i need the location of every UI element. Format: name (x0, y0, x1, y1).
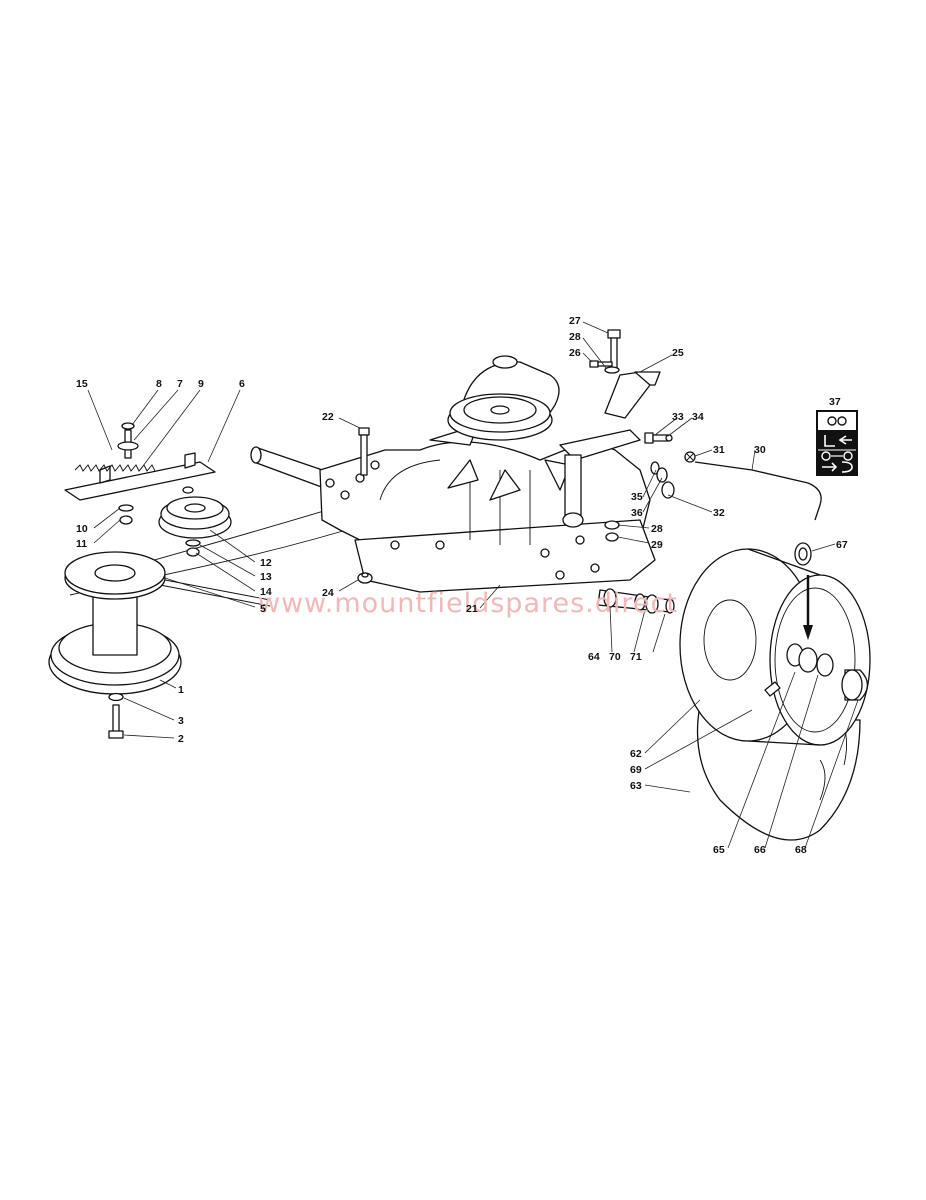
part-label: 33 (672, 411, 684, 423)
part-label: 22 (322, 411, 334, 423)
part-label: 30 (754, 444, 766, 456)
part-label: 21 (466, 603, 478, 615)
part-label: 2 (178, 733, 184, 745)
part-label: 34 (692, 411, 704, 423)
part-label: 3 (178, 715, 184, 727)
idler-stud (117, 422, 139, 525)
nut-24 (357, 572, 373, 584)
clip-31 (684, 451, 696, 463)
assembly-arrow (803, 575, 813, 640)
part-label: 9 (198, 378, 204, 390)
part-label: 8 (156, 378, 162, 390)
watermark: www.mountfieldspares.direct (258, 588, 678, 619)
part-label: 70 (609, 651, 621, 663)
part-label: 28 (651, 523, 663, 535)
part-label: 31 (713, 444, 725, 456)
part-label: 13 (260, 571, 272, 583)
part-label: 71 (630, 651, 642, 663)
bolt-33 (644, 432, 673, 444)
part-label: 25 (672, 347, 684, 359)
symbol-key (816, 410, 858, 476)
part-label: 12 (260, 557, 272, 569)
part-label: 37 (829, 396, 841, 408)
part-label: 28 (569, 331, 581, 343)
part-label: 15 (76, 378, 88, 390)
main-pulley (48, 551, 182, 695)
idler-pulley (158, 486, 232, 557)
washer-67 (794, 542, 812, 566)
part-label: 11 (76, 538, 87, 550)
part-label: 27 (569, 315, 581, 327)
part-label: 63 (630, 780, 642, 792)
part-label: 68 (795, 844, 807, 856)
hub-bushes (764, 643, 869, 701)
part-label: 26 (569, 347, 581, 359)
part-label: 24 (322, 587, 334, 599)
part-label: 69 (630, 764, 642, 776)
part-label: 35 (631, 491, 643, 503)
idler-arm (64, 452, 216, 501)
bracket-25 (589, 329, 661, 419)
spacers-32-35-36 (650, 461, 675, 499)
control-rod-30 (694, 461, 822, 521)
part-label: 65 (713, 844, 725, 856)
part-label: 64 (588, 651, 600, 663)
part-label: 1 (178, 684, 184, 696)
part-labels: 1 2 3 5 6 7 8 9 10 11 12 13 14 15 21 22 … (76, 315, 848, 856)
part-label: 5 (260, 603, 266, 615)
part-label: 7 (177, 378, 183, 390)
leader-lines (87, 321, 859, 849)
washer-28b-29 (604, 520, 620, 542)
part-label: 36 (631, 507, 643, 519)
part-label: 62 (630, 748, 642, 760)
transaxle (250, 355, 675, 614)
part-label: 67 (836, 539, 848, 551)
part-label: 66 (754, 844, 766, 856)
part-label: 10 (76, 523, 88, 535)
part-label: 29 (651, 539, 663, 551)
pulley-bolt (108, 692, 124, 739)
part-label: 32 (713, 507, 725, 519)
part-label: 6 (239, 378, 245, 390)
wheel-rim (679, 548, 871, 746)
bolt-22 (358, 427, 370, 476)
part-label: 14 (260, 586, 272, 598)
